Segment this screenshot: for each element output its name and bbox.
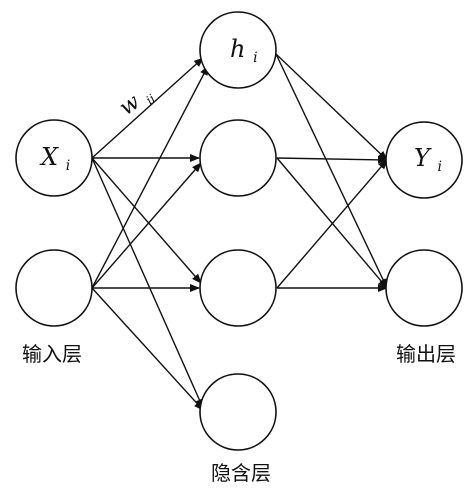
hidden-layer-nodes: [199, 11, 277, 451]
edge-hidden1-output2: [275, 53, 388, 289]
hidden-node-label: h i: [230, 35, 258, 66]
hidden-node-label-base: h: [230, 35, 245, 63]
hidden-node-label-sub: i: [253, 50, 257, 66]
hidden-output-edges: [275, 53, 388, 292]
edge-input2-hidden4: [91, 287, 204, 411]
output-node-label: Y i: [414, 144, 442, 175]
input-node-2: [15, 249, 93, 327]
edge-hidden3-output1: [276, 159, 388, 289]
weight-label-sub: ii: [143, 91, 158, 107]
edge-input1-hidden3: [91, 157, 202, 284]
edge-input1-hidden1: [91, 57, 204, 159]
output-node-label-sub: i: [437, 159, 441, 175]
input-node-label-sub: i: [66, 158, 70, 174]
hidden-node-2: [199, 119, 277, 197]
edge-hidden1-output1: [275, 53, 388, 161]
input-layer-nodes: [15, 119, 93, 327]
output-layer-label: 输出层: [396, 342, 456, 366]
input-layer-label: 输入层: [22, 342, 82, 366]
input-node-label-base: X: [39, 143, 59, 171]
hidden-layer-label: 隐含层: [211, 461, 271, 485]
edge-hidden2-output1: [276, 155, 388, 164]
output-node-label-base: Y: [414, 144, 432, 172]
input-hidden-edges: [91, 57, 209, 411]
weight-label-base: w: [115, 89, 145, 120]
edge-input2-hidden1: [91, 65, 209, 289]
hidden-node-4: [199, 373, 277, 451]
output-node-1: [385, 121, 463, 199]
output-layer-nodes: [385, 121, 463, 327]
edge-input2-hidden2: [91, 162, 202, 289]
input-node-1: [15, 119, 93, 197]
input-node-label: X i: [39, 143, 70, 174]
edge-input1-hidden4: [91, 157, 204, 409]
hidden-node-1: [199, 11, 277, 89]
hidden-node-3: [199, 249, 277, 327]
output-node-2: [385, 249, 463, 327]
weight-label: w ii: [115, 81, 158, 123]
